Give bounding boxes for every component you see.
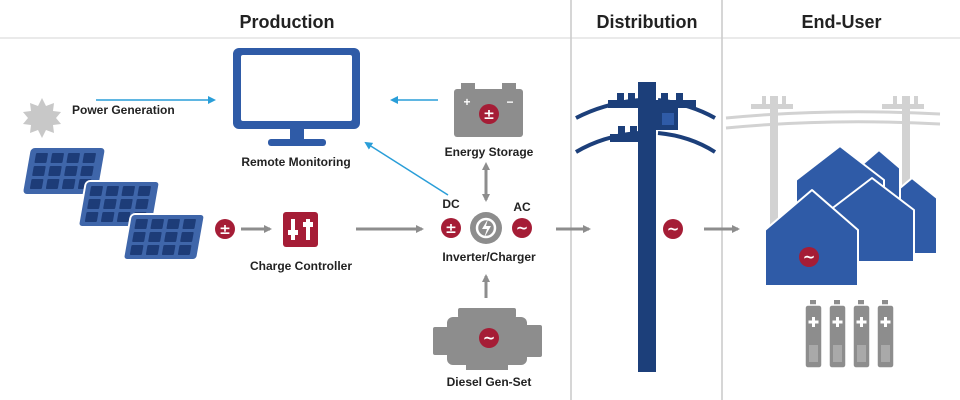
label-dc: DC: [442, 197, 460, 211]
ac-badge-pole: ~: [663, 219, 683, 239]
solar-panel-icon: [23, 148, 206, 261]
label-energy-storage: Energy Storage: [444, 145, 534, 159]
svg-text:±: ±: [219, 222, 231, 238]
label-diesel-genset: Diesel Gen-Set: [446, 375, 532, 389]
header-end-user: End-User: [801, 12, 882, 32]
header-production: Production: [239, 12, 335, 32]
header-distribution: Distribution: [596, 12, 698, 32]
svg-text:±: ±: [445, 221, 457, 237]
ac-badge-house: ~: [799, 247, 819, 267]
charge-controller-icon: [283, 212, 318, 247]
svg-text:±: ±: [483, 107, 495, 123]
battery-pack-icon: [804, 300, 895, 369]
inverter-icon: [470, 212, 502, 244]
svg-text:~: ~: [667, 220, 680, 238]
dc-badge-solar: ±: [215, 219, 235, 239]
label-power-generation: Power Generation: [72, 103, 175, 117]
label-charge-controller: Charge Controller: [249, 259, 352, 273]
svg-text:~: ~: [803, 248, 816, 266]
label-inverter-charger: Inverter/Charger: [442, 250, 536, 264]
label-remote-monitoring: Remote Monitoring: [241, 155, 351, 169]
sun-icon: [23, 98, 61, 138]
monitor-icon: [233, 48, 360, 146]
label-ac: AC: [513, 200, 531, 214]
svg-text:~: ~: [516, 219, 529, 237]
ac-badge-inverter: ~: [512, 218, 532, 238]
battery-plus-sign: +: [463, 95, 470, 109]
arrow-inverter-to-monitor: [364, 141, 449, 196]
dc-badge-inverter: ±: [441, 218, 461, 238]
houses-icon: [725, 96, 941, 287]
battery-minus-sign: −: [506, 95, 513, 109]
dc-badge-battery: ±: [479, 104, 499, 124]
utility-pole-icon: [574, 82, 717, 372]
ac-badge-genset: ~: [479, 328, 499, 348]
svg-text:~: ~: [483, 329, 496, 347]
